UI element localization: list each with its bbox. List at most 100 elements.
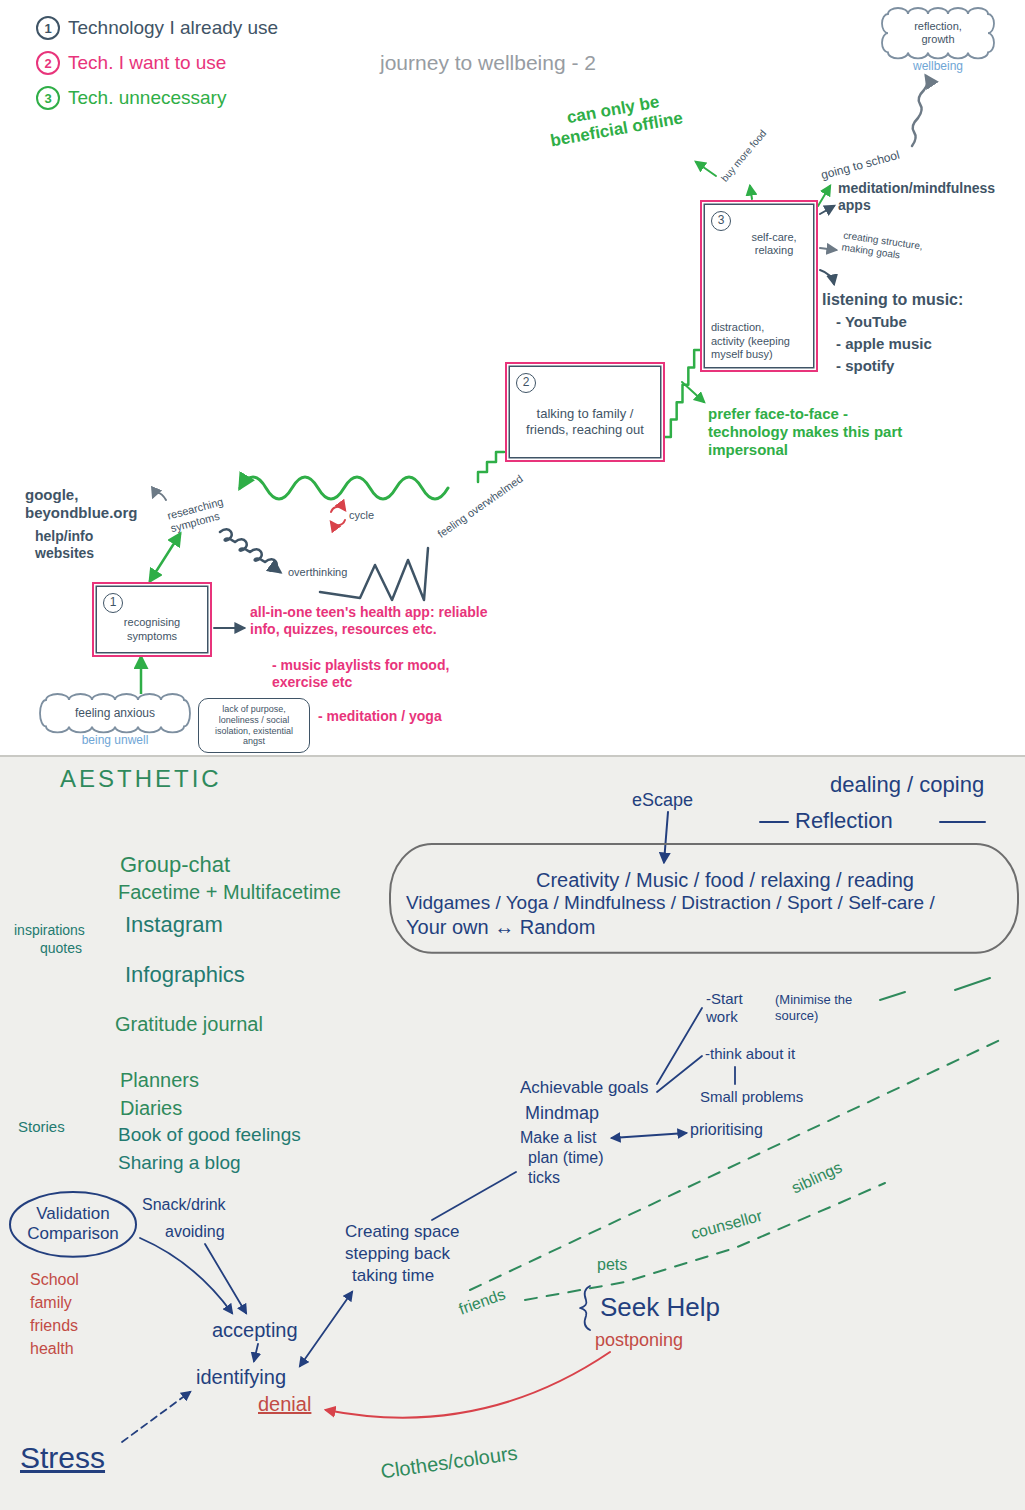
note-label: plan (time)	[528, 1148, 604, 1167]
node-text: distraction, activity (keeping myself bu…	[711, 321, 791, 361]
note-label: counsellor	[689, 1206, 764, 1243]
note-label: going to school	[820, 148, 902, 183]
label-slot: counsellor	[689, 1206, 764, 1243]
note-label: can only be beneficial offline	[538, 87, 693, 153]
note-label: friends	[456, 1284, 508, 1318]
arrow	[140, 1238, 232, 1313]
note-label: accepting	[212, 1318, 298, 1342]
dash	[940, 821, 985, 823]
cycle-arrow	[331, 520, 345, 525]
note-label: Instagram	[125, 912, 223, 938]
double-arrow	[150, 534, 180, 581]
note-label: quotes	[40, 940, 82, 957]
note-label: inspirations	[14, 922, 85, 939]
label-slot: meditation/mindfulness apps	[838, 180, 1020, 214]
label-slot: Diaries	[120, 1096, 182, 1120]
label-slot: Stress	[20, 1440, 105, 1476]
connector	[140, 657, 143, 694]
top-sketch	[150, 76, 928, 628]
label-slot: - YouTube	[836, 313, 907, 331]
label-slot: google, beyondblue.org	[25, 486, 150, 522]
label-slot: quotes	[40, 940, 82, 957]
cloud-node: feeling anxiousbeing unwell	[40, 694, 190, 748]
node-text: feeling anxious	[40, 694, 190, 732]
arrow	[214, 627, 244, 629]
dash	[955, 978, 990, 990]
note-label: Clothes/colours	[379, 1441, 519, 1484]
label-slot: Seek Help	[600, 1292, 720, 1323]
note-label: pets	[597, 1255, 627, 1274]
blob-shape	[390, 844, 1018, 953]
diagram-title: journey to wellbeing - 2	[380, 50, 596, 75]
curly-line	[220, 529, 280, 572]
note-label: denial	[258, 1392, 311, 1416]
squiggle-arrow	[912, 76, 928, 146]
note-label: avoiding	[165, 1222, 225, 1241]
label-slot: Planners	[120, 1068, 199, 1092]
note-label: Snack/drink	[142, 1195, 226, 1214]
node-text: Vidgames / Yoga / Mindfulness / Distract…	[406, 892, 1002, 915]
label-slot: -Start work	[706, 990, 758, 1026]
note-label: health	[30, 1339, 74, 1358]
dashed-line	[470, 1040, 1000, 1290]
note-label: Stress	[20, 1440, 105, 1476]
step-box: 1recognising symptoms	[92, 582, 212, 657]
note-label: Group-chat	[120, 852, 230, 878]
arrow	[820, 270, 834, 284]
note-label: Small problems	[700, 1088, 803, 1106]
label-slot: going to school	[820, 148, 902, 183]
note-label: Creating space	[345, 1222, 459, 1242]
node-text: talking to family / friends, reaching ou…	[516, 406, 654, 437]
label-slot: listening to music:	[822, 290, 963, 309]
legend-text: Tech. I want to use	[68, 52, 226, 75]
callout-number: 1	[103, 593, 123, 613]
note-label: postponing	[595, 1330, 683, 1352]
label-slot: Stories	[18, 1118, 65, 1136]
label-slot: AESTHETIC	[60, 765, 222, 794]
note-label: Achievable goals	[520, 1078, 649, 1098]
double-arrow	[300, 1292, 352, 1366]
paper	[0, 0, 1025, 756]
note-label: -think about it	[705, 1045, 795, 1063]
note-label: family	[30, 1293, 72, 1312]
label-slot: (Minimise the source)	[775, 992, 870, 1023]
label-slot: buy more food	[719, 128, 769, 185]
label-slot: friends	[456, 1284, 508, 1318]
note-label: cycle	[349, 509, 374, 522]
note-label: - apple music	[836, 335, 932, 353]
label-slot: Make a list	[520, 1128, 596, 1147]
note-label: siblings	[788, 1158, 844, 1198]
label-slot: Mindmap	[525, 1103, 599, 1125]
double-arrow	[612, 1133, 686, 1138]
step-box: 2 talking to family / friends, reaching o…	[505, 362, 665, 462]
dash	[760, 821, 788, 823]
note-label: dealing / coping	[830, 772, 984, 798]
label-slot: - apple music	[836, 335, 932, 353]
note-label: identifying	[196, 1365, 286, 1389]
label-slot: siblings	[788, 1158, 844, 1198]
branch-line	[657, 1056, 702, 1092]
note-label: Gratitude journal	[115, 1012, 263, 1036]
note-label: overthinking	[288, 566, 347, 579]
label-slot: prefer face-to-face - technology makes t…	[708, 405, 908, 459]
note-label: researching symptoms	[166, 491, 245, 536]
branch-line	[657, 1008, 702, 1084]
dashed-arrow	[122, 1392, 190, 1442]
label-slot: denial	[258, 1392, 311, 1416]
note-label: prefer face-to-face - technology makes t…	[708, 405, 908, 459]
dash	[880, 992, 905, 1000]
label-slot: ticks	[528, 1168, 560, 1187]
note-label: Seek Help	[600, 1292, 720, 1323]
note-label: Planners	[120, 1068, 199, 1092]
label-slot: Gratitude journal	[115, 1012, 263, 1036]
connectors	[141, 350, 700, 694]
label-slot: Snack/drink	[142, 1195, 226, 1214]
callout-number: 2	[516, 373, 536, 393]
label-slot: stepping back	[345, 1244, 450, 1264]
branch-line	[734, 1067, 736, 1084]
note-label: help/info websites	[35, 528, 120, 562]
node-text: reflection, growth	[882, 8, 994, 58]
